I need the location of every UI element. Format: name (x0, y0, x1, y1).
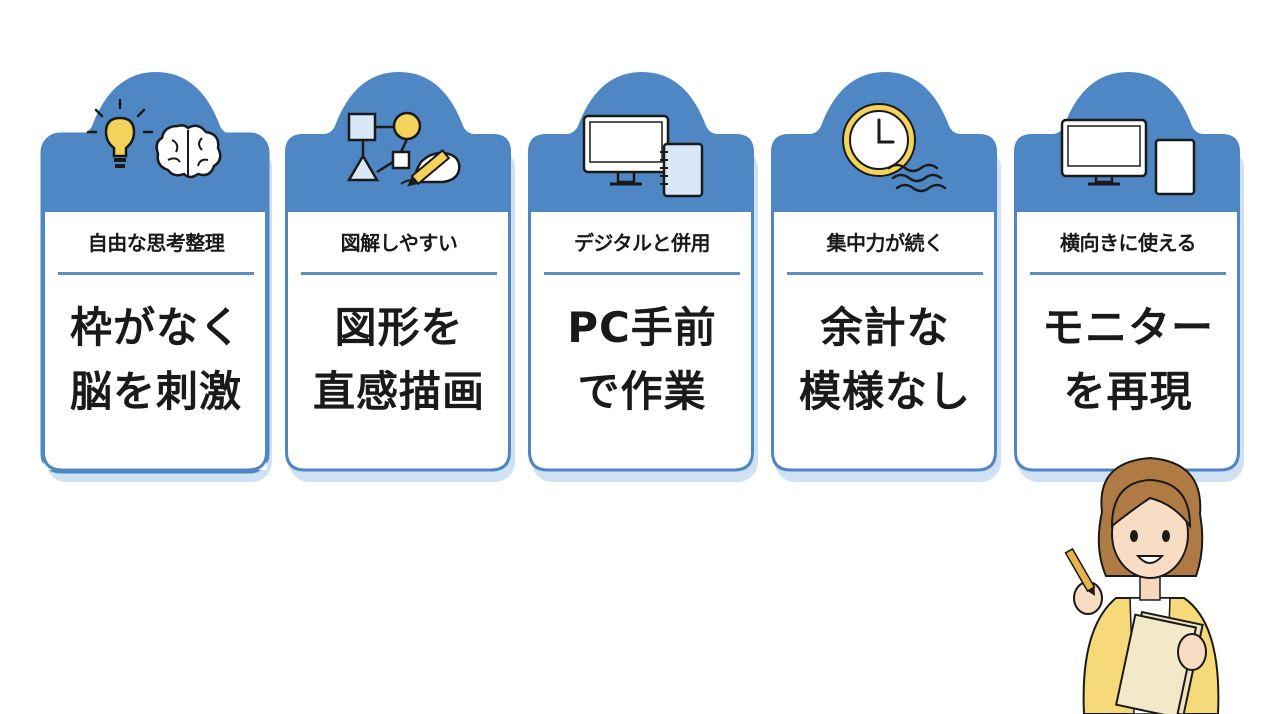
shapes-and-pencil-icon (346, 111, 461, 187)
card-body: 余計な 模様なし (777, 296, 993, 424)
card-body-line: 図形を (334, 303, 464, 352)
card-divider (787, 272, 983, 275)
card-heading: 図解しやすい (340, 231, 458, 255)
card-body-line: で作業 (577, 367, 707, 416)
card-background (285, 72, 515, 482)
card-divider (1030, 272, 1226, 275)
card-body-line: 直感描画 (312, 367, 485, 416)
card-divider (544, 272, 740, 275)
woman-holding-notebook-and-pencil-icon (1064, 456, 1220, 714)
card-divider (301, 272, 497, 275)
card-digital-combined: デジタルと併用 PC手前 で作業 (526, 72, 758, 482)
card-focus-lasts: 集中力が続く 余計な 模様なし (769, 72, 1001, 482)
card-divider (58, 272, 254, 275)
card-landscape-use: 横向きに使える モニター を再現 (1012, 72, 1244, 482)
card-body-line: を再現 (1063, 367, 1193, 416)
card-body: モニター を再現 (1020, 296, 1236, 424)
card-body-line: モニター (1041, 303, 1214, 352)
card-heading: 自由な思考整理 (87, 231, 225, 255)
monitor-and-notebook-icon (582, 114, 704, 198)
card-free-thinking: 自由な思考整理 枠がなく 脳を刺激 (40, 72, 272, 482)
card-easy-diagrams: 図解しやすい 図形を 直感描画 (283, 72, 515, 482)
clock-and-waves-icon (842, 103, 947, 193)
card-heading: 集中力が続く (826, 231, 945, 255)
card-body-line: 余計な (820, 303, 950, 352)
card-body: 枠がなく 脳を刺激 (48, 296, 264, 424)
card-background (528, 72, 758, 482)
card-body-line: 枠がなく (69, 303, 242, 352)
card-body: PC手前 で作業 (534, 296, 750, 424)
card-body-line: 脳を刺激 (69, 367, 242, 416)
card-body: 図形を 直感描画 (291, 296, 507, 424)
card-heading: 横向きに使える (1060, 231, 1196, 255)
monitor-and-landscape-notebook-icon (1060, 118, 1196, 196)
card-background (40, 72, 272, 482)
lightbulb-and-brain-icon (86, 98, 222, 179)
card-body-line: PC手前 (567, 303, 717, 352)
card-heading: デジタルと併用 (573, 231, 711, 255)
card-body-line: 模様なし (798, 367, 971, 416)
